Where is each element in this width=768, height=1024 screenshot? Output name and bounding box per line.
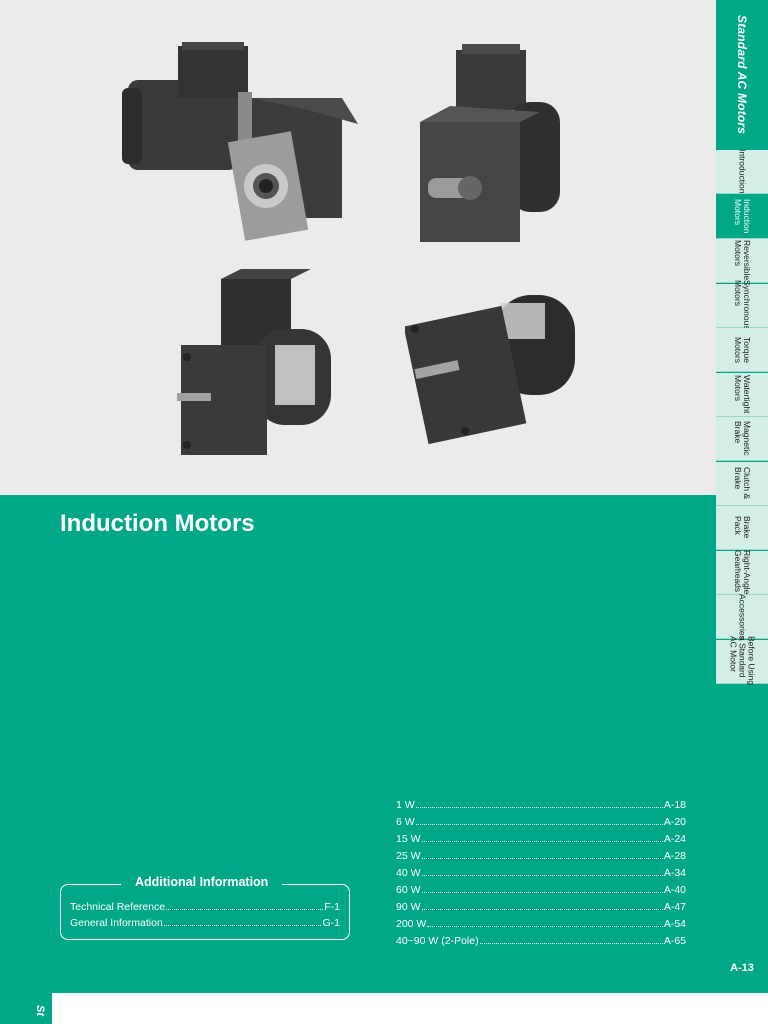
sidebar-tab[interactable]: Introduction	[716, 149, 768, 194]
index-entry-page: F-1	[324, 901, 340, 913]
index-entry-label: 90 W	[396, 901, 421, 913]
sidebar-tab[interactable]: Brake Pack	[716, 506, 768, 550]
index-entry[interactable]: General Information G-1	[70, 917, 340, 933]
index-entry-label: 40~90 W (2-Pole)	[396, 935, 479, 947]
motor-photo-2	[420, 44, 560, 242]
index-entry-label: 25 W	[396, 850, 421, 862]
index-entry-label: General Information	[70, 917, 163, 929]
dot-leader	[421, 858, 663, 859]
sidebar-tab-label: Magnetic Brake	[733, 421, 752, 456]
index-entry[interactable]: 40~90 W (2-Pole) A-65	[396, 935, 686, 952]
sidebar-tab-label: Brake Pack	[733, 516, 752, 539]
index-entry-label: 1 W	[396, 799, 415, 811]
sidebar-tab-label: Before Using a Standard AC Motor	[728, 636, 757, 686]
index-entry[interactable]: 60 W A-40	[396, 884, 686, 901]
index-entry-page: G-1	[322, 917, 340, 929]
dot-leader	[421, 875, 663, 876]
sidebar-tab-label: Clutch & Brake	[733, 466, 752, 500]
sidebar-tab-label: Induction Motors	[733, 198, 752, 234]
index-entry-label: 200 W	[396, 918, 427, 930]
product-photo-area	[0, 0, 716, 495]
dot-leader	[421, 892, 663, 893]
sidebar-tab-label: Reversible Motors	[733, 240, 752, 281]
sidebar-tab[interactable]: Watertight Motors	[716, 372, 768, 417]
index-entry[interactable]: 40 W A-34	[396, 867, 686, 884]
index-entry-label: 15 W	[396, 833, 421, 845]
motor-photo-1	[122, 42, 358, 241]
sidebar-tab[interactable]: Induction Motors	[716, 194, 768, 239]
dot-leader	[427, 926, 663, 927]
index-entry-label: 6 W	[396, 816, 415, 828]
additional-information-box: Additional Information Technical Referen…	[60, 875, 350, 940]
title-panel: Induction Motors	[0, 495, 716, 993]
index-entry-label: 60 W	[396, 884, 421, 896]
dot-leader	[415, 824, 663, 825]
sidebar-tab[interactable]: Accessories	[716, 593, 768, 640]
index-entry-page: A-18	[663, 799, 686, 811]
bottom-edge-text: St	[34, 1005, 46, 1016]
sidebar-tab[interactable]: Clutch & Brake	[716, 461, 768, 506]
index-entry-page: A-24	[663, 833, 686, 845]
index-entry-label: 40 W	[396, 867, 421, 879]
index-entry-page: A-34	[663, 867, 686, 879]
index-entry[interactable]: 6 W A-20	[396, 816, 686, 833]
index-entry-page: A-47	[663, 901, 686, 913]
motor-photo-4	[405, 295, 575, 445]
index-entry-page: A-20	[663, 816, 686, 828]
index-entry[interactable]: Technical Reference F-1	[70, 901, 340, 917]
sidebar-tab[interactable]: Magnetic Brake	[716, 417, 768, 461]
sidebar-tab-label: Right-Angle Gearheads	[733, 549, 752, 595]
page-index-list: 1 W A-18 6 W A-20 15 W A-24 25 W A-28 40 W A-34 60…	[396, 799, 686, 952]
sidebar-title: Standard AC Motors	[716, 0, 768, 150]
index-entry[interactable]: 1 W A-18	[396, 799, 686, 816]
dot-leader	[479, 943, 663, 944]
additional-information-title: Additional Information	[121, 875, 283, 889]
bottom-edge-tab: St	[0, 993, 52, 1024]
index-entry[interactable]: 25 W A-28	[396, 850, 686, 867]
index-entry[interactable]: 200 W A-54	[396, 918, 686, 935]
index-entry-page: A-65	[663, 935, 686, 947]
bottom-strip	[0, 993, 768, 1024]
dot-leader	[163, 925, 322, 926]
index-entry-page: A-40	[663, 884, 686, 896]
sidebar-tab-label: Synchronous Motors	[733, 280, 752, 330]
sidebar-tab[interactable]: Reversible Motors	[716, 239, 768, 283]
index-entry-label: Technical Reference	[70, 901, 166, 913]
dot-leader	[415, 807, 663, 808]
sidebar-tab-label: Torque Motors	[733, 336, 752, 363]
sidebar-tab-label: Accessories	[737, 593, 748, 640]
sidebar-title-text: Standard AC Motors	[735, 15, 749, 135]
page-title: Induction Motors	[60, 510, 255, 537]
motor-photo-3	[177, 269, 331, 455]
sidebar-tab[interactable]: Right-Angle Gearheads	[716, 549, 768, 595]
dot-leader	[421, 909, 663, 910]
dot-leader	[421, 841, 663, 842]
index-entry-page: A-28	[663, 850, 686, 862]
sidebar-tab-label: Watertight Motors	[733, 374, 752, 414]
dot-leader	[166, 909, 324, 910]
index-entry[interactable]: 90 W A-47	[396, 901, 686, 918]
sidebar-tab-label: Introduction	[737, 149, 748, 194]
index-entry-page: A-54	[663, 918, 686, 930]
page-number: A-13	[730, 962, 754, 974]
sidebar-tab[interactable]: Before Using a Standard AC Motor	[716, 636, 768, 686]
sidebar-tab[interactable]: Torque Motors	[716, 328, 768, 372]
index-entry[interactable]: 15 W A-24	[396, 833, 686, 850]
sidebar-tab[interactable]: Synchronous Motors	[716, 280, 768, 330]
